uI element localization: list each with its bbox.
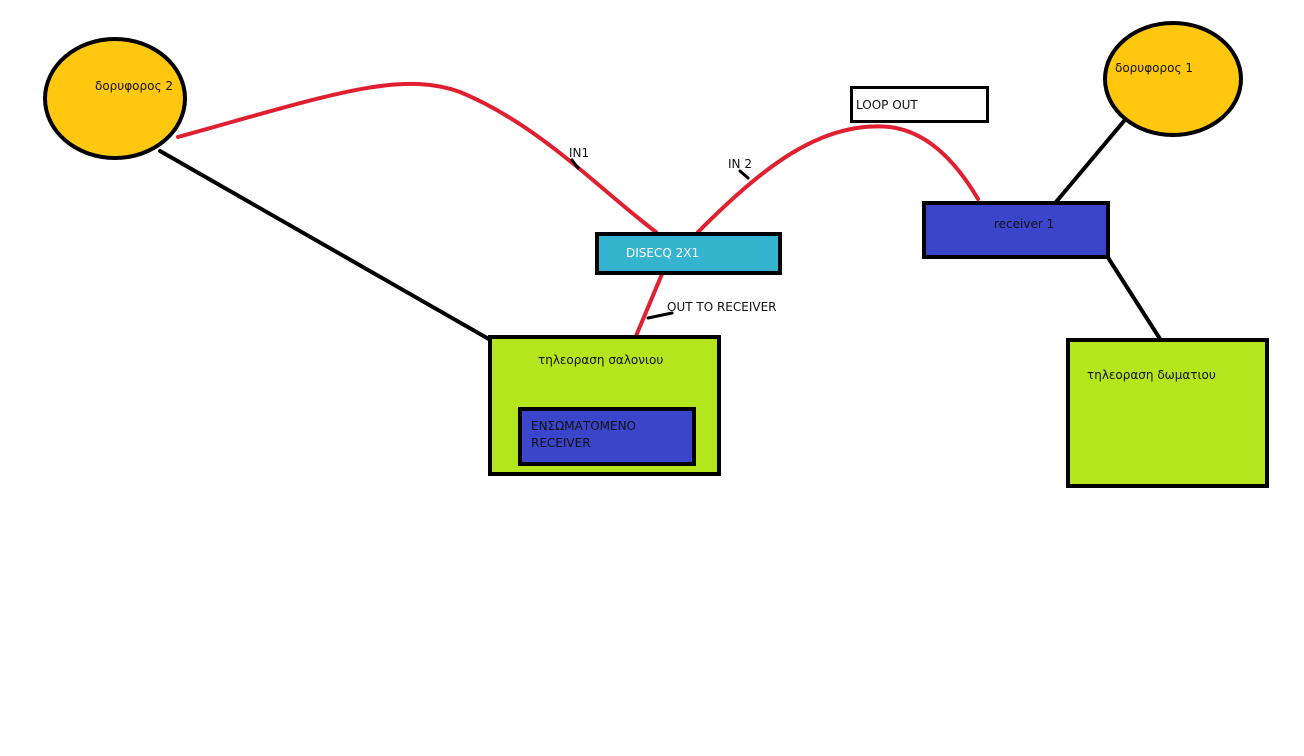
receiver-1-box: receiver 1 — [922, 201, 1110, 259]
satellite-1-label: δορυφορος 1 — [1115, 61, 1193, 75]
out-to-receiver-tick — [646, 311, 674, 320]
builtin-receiver-label: ΕΝΣΩΜΑΤΟΜΕΝΟ RECEIVER — [531, 419, 637, 450]
cable-receiver1-to-tv-room — [1105, 254, 1164, 344]
tv-bedroom-label: τηλεοραση δωματιου — [1087, 368, 1216, 382]
cable-sat2-to-tv-living — [158, 149, 496, 344]
diseqc-label: DISECQ 2X1 — [626, 246, 700, 260]
satellite-1-dish: δορυφορος 1 — [1103, 21, 1243, 137]
cable-diseqc-out-to-tv-living — [634, 272, 664, 338]
builtin-receiver-box: ΕΝΣΩΜΑΤΟΜΕΝΟ RECEIVER — [518, 407, 696, 466]
in2-label: IN 2 — [728, 157, 752, 171]
cable-sat1-to-receiver1 — [1054, 119, 1126, 204]
cable-sat2-to-diseqc-in1 — [176, 81, 658, 234]
loop-out-box: LOOP OUT — [850, 86, 989, 123]
diseqc-switch: DISECQ 2X1 — [595, 232, 782, 275]
loop-out-label: LOOP OUT — [856, 98, 918, 112]
tv-living-room: τηλεοραση σαλονιου ΕΝΣΩΜΑΤΟΜΕΝΟ RECEIVER — [488, 335, 721, 476]
in1-label-tick — [570, 158, 580, 170]
satellite-2-dish: δορυφορος 2 — [43, 37, 187, 160]
satellite-2-label: δορυφορος 2 — [95, 79, 173, 93]
in2-label-tick — [738, 169, 750, 180]
in1-label: IN1 — [569, 146, 590, 160]
cable-diseqc-in2-to-loop-out — [696, 124, 980, 234]
receiver-1-label: receiver 1 — [994, 217, 1055, 231]
tv-bedroom: τηλεοραση δωματιου — [1066, 338, 1269, 488]
tv-living-room-label: τηλεοραση σαλονιου — [538, 353, 664, 367]
out-to-receiver-label: OUT TO RECEIVER — [667, 300, 777, 314]
